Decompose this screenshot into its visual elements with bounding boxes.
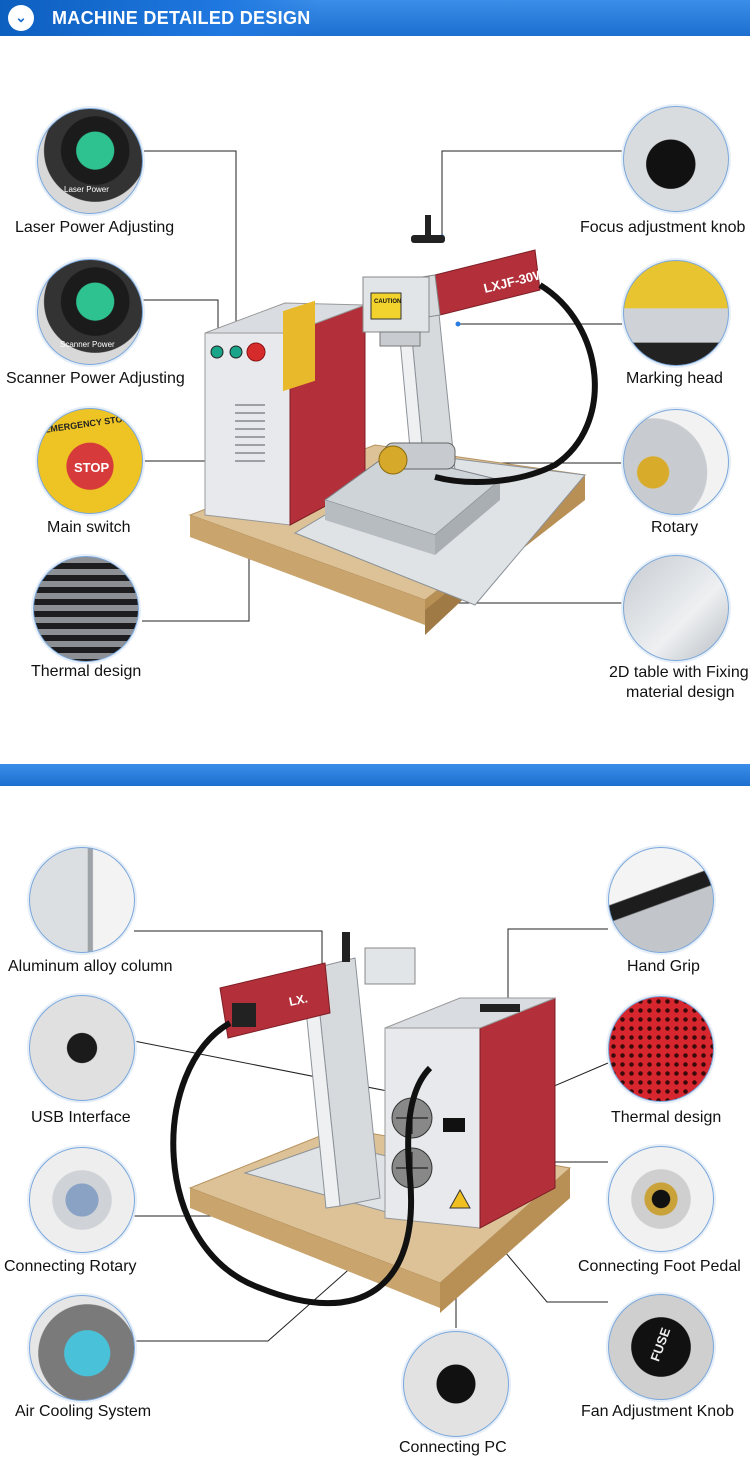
- label-focus-knob: Focus adjustment knob: [580, 219, 746, 236]
- chevron-down-icon: ⌄: [8, 5, 34, 31]
- page-title: MACHINE DETAILED DESIGN: [52, 8, 311, 28]
- label-thermal-design-2: Thermal design: [611, 1109, 722, 1126]
- label-rotary: Rotary: [651, 519, 699, 536]
- rotary-photo: [623, 409, 729, 515]
- header-bar: ⌄ MACHINE DETAILED DESIGN: [0, 0, 750, 36]
- thermal-vents-photo: [33, 556, 139, 662]
- emergency-stop-photo: EMERGENCY STOP STOP: [37, 408, 143, 514]
- panel-label-scanner: Scanner Power: [60, 340, 115, 349]
- stop-text: STOP: [74, 460, 110, 475]
- air-cooling-fan-photo: [29, 1295, 135, 1401]
- label-connecting-foot-pedal: Connecting Foot Pedal: [578, 1258, 741, 1275]
- header-tab: [0, 0, 320, 36]
- label-2d-table-line2: material design: [626, 684, 735, 701]
- brand-plate-2: LX.: [288, 991, 309, 1009]
- fuse-text: FUSE: [647, 1325, 674, 1364]
- foot-pedal-connector-photo: [608, 1146, 714, 1252]
- label-laser-power-adjusting: Laser Power Adjusting: [15, 219, 175, 236]
- panel-label-laser: Laser Power: [64, 185, 109, 194]
- marking-head-photo: [623, 260, 729, 366]
- label-hand-grip: Hand Grip: [627, 958, 700, 975]
- fiber-laser-machine-rear-illustration: LX.: [170, 932, 572, 1313]
- label-connecting-rotary: Connecting Rotary: [4, 1258, 137, 1275]
- label-air-cooling: Air Cooling System: [15, 1403, 152, 1420]
- label-connecting-pc: Connecting PC: [399, 1439, 507, 1456]
- fiber-laser-machine-illustration: LXJF-30W CAUTION: [188, 215, 598, 635]
- caution-label: CAUTION: [374, 299, 401, 305]
- label-scanner-power-adjusting: Scanner Power Adjusting: [6, 370, 185, 387]
- focus-knob-photo: [623, 106, 729, 212]
- section-divider-bar: [0, 764, 750, 786]
- scanner-power-knob-photo: Scanner Power: [37, 259, 143, 365]
- label-marking-head: Marking head: [626, 370, 723, 387]
- aluminum-column-photo: [29, 847, 135, 953]
- label-usb-interface: USB Interface: [31, 1109, 131, 1126]
- thermal-design-red-photo: [608, 996, 714, 1102]
- connecting-rotary-port-photo: [29, 1147, 135, 1253]
- label-aluminum-column: Aluminum alloy column: [8, 958, 173, 975]
- label-2d-table-line1: 2D table with Fixing: [609, 664, 749, 681]
- hand-grip-photo: [608, 847, 714, 953]
- label-fan-adjustment-knob: Fan Adjustment Knob: [581, 1403, 734, 1420]
- label-thermal-design: Thermal design: [31, 663, 142, 680]
- label-main-switch: Main switch: [47, 519, 131, 536]
- fan-adjustment-knob-photo: FUSE: [608, 1294, 714, 1400]
- connecting-pc-port-photo: [403, 1331, 509, 1437]
- usb-interface-photo: [29, 995, 135, 1101]
- 2d-table-photo: [623, 555, 729, 661]
- laser-power-knob-photo: Laser Power: [37, 108, 143, 214]
